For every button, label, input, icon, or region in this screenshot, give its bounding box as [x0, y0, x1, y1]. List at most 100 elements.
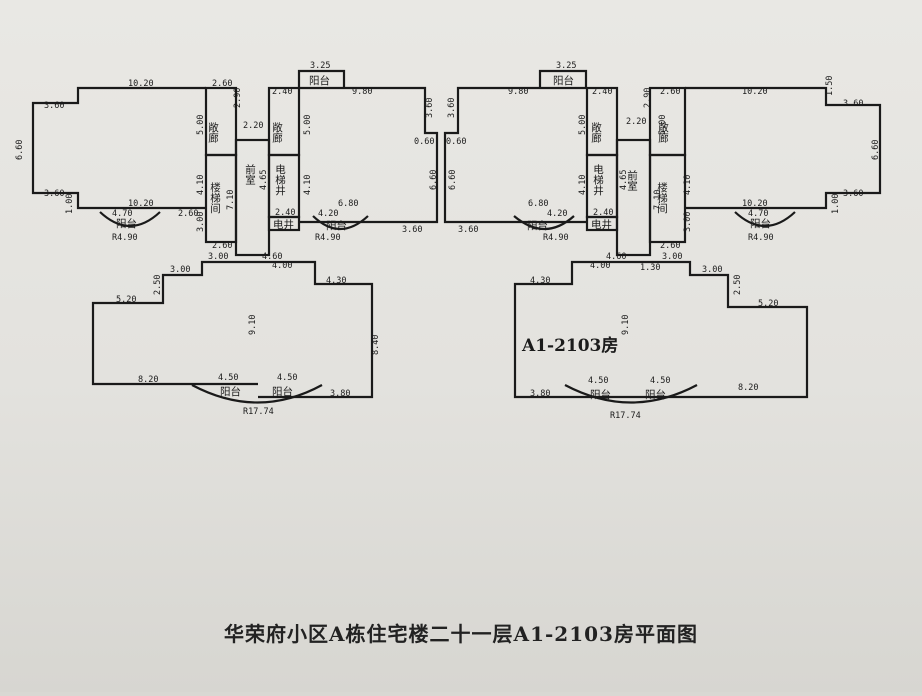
dim-label: 7.10 [226, 190, 236, 210]
dim-label: R17.74 [243, 407, 274, 417]
dim-label: 2.60 [178, 209, 198, 219]
room-label-balcony: 阳台 [116, 217, 137, 230]
dim-label: 6.80 [528, 199, 548, 209]
room-label-elevator: 电梯井 [592, 163, 604, 196]
right-west-wing-outline [443, 86, 587, 224]
dim-label: 3.00 [683, 212, 693, 232]
room-label-anteroom: 前室 [626, 169, 638, 191]
dim-label: 5.20 [758, 299, 778, 309]
dim-label: 2.50 [153, 275, 163, 295]
dim-label: 3.60 [447, 98, 457, 118]
dim-label: 8.20 [138, 375, 158, 385]
dim-label: R4.90 [112, 233, 138, 243]
dim-label: 3.60 [843, 99, 863, 109]
room-label-balcony: 阳台 [309, 74, 330, 87]
dim-label: 0.60 [414, 137, 434, 147]
room-label-balcony: 阳台 [527, 219, 548, 232]
dim-label: 5.00 [658, 115, 668, 135]
dim-label: R4.90 [315, 233, 341, 243]
dim-label: 4.50 [277, 373, 297, 383]
dim-label: 3.25 [310, 61, 330, 71]
dim-label: 4.50 [218, 373, 238, 383]
right-west-balcony-arc [513, 215, 575, 230]
dim-label: 3.00 [208, 252, 228, 262]
dim-label: 6.60 [429, 170, 439, 190]
dim-label: 6.60 [448, 170, 458, 190]
dim-label: 2.60 [660, 87, 680, 97]
dim-label: 6.60 [871, 140, 881, 160]
dim-label: 7.10 [653, 190, 663, 210]
room-label-corridor: 敞廊 [590, 121, 602, 144]
dim-label: 10.20 [128, 199, 154, 209]
room-label-corridor: 敞廊 [207, 121, 219, 144]
room-label-balcony: 阳台 [590, 388, 611, 401]
dim-label: 5.20 [116, 295, 136, 305]
dim-label: 4.50 [588, 376, 608, 386]
dim-label: 1.00 [65, 194, 75, 214]
dim-label: 2.20 [243, 121, 263, 131]
room-label-balcony: 阳台 [645, 388, 666, 401]
dim-label: 8.40 [371, 335, 381, 355]
dim-label: 1.30 [640, 263, 660, 273]
left-north-wing-outline [31, 86, 206, 210]
room-label-stair: 楼梯间 [209, 181, 221, 214]
dim-label: 3.00 [662, 252, 682, 262]
dim-label: R4.90 [543, 233, 569, 243]
dim-label: 3.60 [458, 225, 478, 235]
dim-label: 9.80 [508, 87, 528, 97]
dim-label: 4.00 [590, 261, 610, 271]
dim-label: 4.00 [272, 261, 292, 271]
dim-label: 4.70 [748, 209, 768, 219]
dim-label: 4.30 [530, 276, 550, 286]
dim-label: 8.20 [738, 383, 758, 393]
dim-label: 3.60 [402, 225, 422, 235]
left-anteroom-box [234, 138, 271, 257]
dim-label: 4.65 [259, 170, 269, 190]
room-label-balcony: 阳台 [220, 385, 241, 398]
dim-label: 10.20 [128, 79, 154, 89]
dim-label: 1.00 [831, 194, 841, 214]
right-south-balcony-arc [564, 384, 698, 404]
left-south-wing-outline [91, 260, 258, 386]
left-south-balcony-arc [191, 384, 323, 404]
dim-label: 3.00 [702, 265, 722, 275]
dim-label: 4.10 [196, 175, 206, 195]
room-label-balcony: 阳台 [553, 74, 574, 87]
dim-label: 2.40 [593, 208, 613, 218]
dim-label: 3.60 [843, 189, 863, 199]
dim-label: 9.10 [621, 315, 631, 335]
dim-label: 4.10 [578, 175, 588, 195]
left-south-wing2-outline [258, 260, 374, 399]
right-anteroom-box [615, 138, 652, 257]
dim-label: 4.70 [112, 209, 132, 219]
dim-label: 2.20 [626, 117, 646, 127]
dim-label: 4.50 [650, 376, 670, 386]
right-stair-box [648, 153, 687, 244]
room-label-balcony: 阳台 [272, 385, 293, 398]
drawing-caption: 华荣府小区A栋住宅楼二十一层A1-2103房平面图 [224, 622, 698, 646]
left-top-balcony [297, 69, 346, 88]
dim-label: 10.20 [742, 87, 768, 97]
dim-label: 3.60 [425, 98, 435, 118]
dim-label: 3.00 [196, 212, 206, 232]
left-east-balcony-arc [312, 215, 369, 230]
unit-label: A1-2103房 [521, 335, 618, 356]
room-label-stair: 楼梯间 [656, 181, 668, 214]
right-south-wing-outline [513, 260, 631, 399]
dim-label: 9.80 [352, 87, 372, 97]
dim-label: 6.80 [338, 199, 358, 209]
right-south-wing2-outline [631, 260, 809, 399]
right-top-balcony [538, 69, 588, 88]
dim-label: 2.90 [643, 88, 653, 108]
dim-label: 4.60 [606, 252, 626, 262]
left-north-balcony-arc [99, 211, 161, 227]
dim-label: 4.10 [683, 175, 693, 195]
dim-label: 5.00 [578, 115, 588, 135]
dim-label: 3.60 [44, 101, 64, 111]
dim-label: 4.20 [547, 209, 567, 219]
left-east-wing-outline [299, 86, 439, 224]
dim-label: 2.60 [212, 79, 232, 89]
dim-label: 9.10 [248, 315, 258, 335]
